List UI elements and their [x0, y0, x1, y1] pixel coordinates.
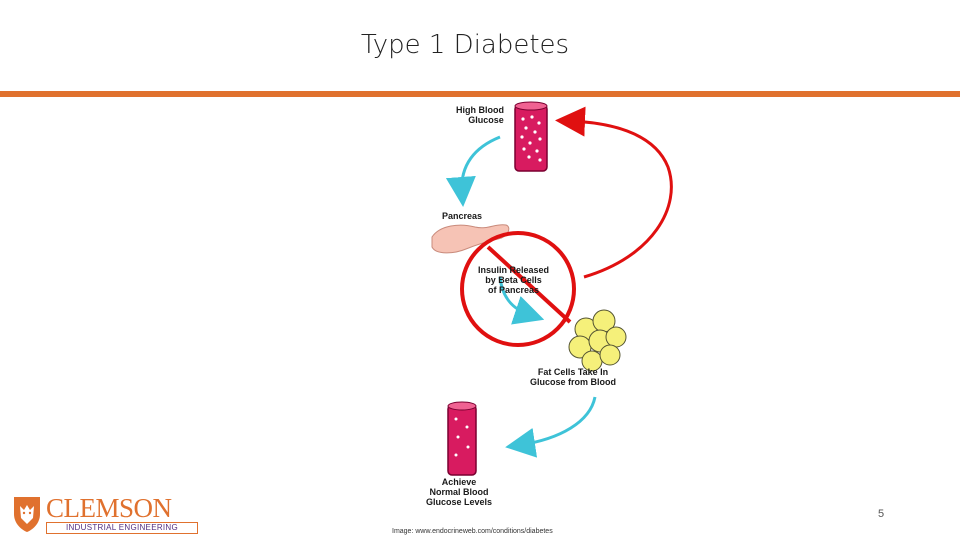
- label-fat-cells-line2: Glucose from Blood: [530, 377, 617, 387]
- label-high-glucose-line2: Glucose: [468, 115, 504, 125]
- blood-tube-top-icon: [514, 101, 548, 172]
- label-pancreas: Pancreas: [442, 211, 483, 221]
- label-achieve: Achieve Normal Blood Glucose Levels: [426, 477, 492, 507]
- slide-title: Type 1 Diabetes: [360, 30, 570, 60]
- blood-tube-bottom-icon: [447, 401, 477, 476]
- logo-subtitle: INDUSTRIAL ENGINEERING: [46, 522, 198, 534]
- logo-wordmark: CLEMSON: [46, 493, 172, 523]
- label-fat-cells: Fat Cells Take In Glucose from Blood: [530, 367, 616, 387]
- tiger-shield-icon: [14, 497, 40, 532]
- diagram-graphics: [431, 101, 673, 476]
- red-feedback-arrow: [555, 106, 673, 279]
- diabetes-diagram: High Blood Glucose Pancreas Insulin Rele…: [420, 97, 680, 517]
- label-insulin-line3: of Pancreas: [488, 285, 540, 295]
- image-credit: Image: www.endocrineweb.com/conditions/d…: [392, 528, 553, 535]
- prohibition-sign-icon: [460, 231, 576, 347]
- label-high-glucose-line1: High Blood: [456, 105, 504, 115]
- arrow-to-pancreas: [445, 135, 501, 207]
- arrow-to-normal-glucose: [505, 396, 597, 458]
- label-fat-cells-line1: Fat Cells Take In: [537, 367, 609, 377]
- clemson-logo: CLEMSON INDUSTRIAL ENGINEERING: [12, 494, 198, 534]
- label-insulin-line1: Insulin Released: [478, 265, 550, 275]
- label-insulin: Insulin Released by Beta Cells of Pancre…: [478, 265, 549, 295]
- label-achieve-line3: Glucose Levels: [426, 497, 493, 507]
- title-divider: [0, 91, 960, 97]
- arrow-insulin-to-fat: [498, 276, 545, 325]
- label-achieve-line2: Normal Blood: [429, 487, 489, 497]
- label-high-glucose: High Blood Glucose: [456, 105, 504, 125]
- fat-cells-icon: [568, 309, 627, 372]
- page-number: 5: [878, 508, 885, 520]
- label-insulin-line2: by Beta Cells: [485, 275, 542, 285]
- label-achieve-line1: Achieve: [441, 477, 477, 487]
